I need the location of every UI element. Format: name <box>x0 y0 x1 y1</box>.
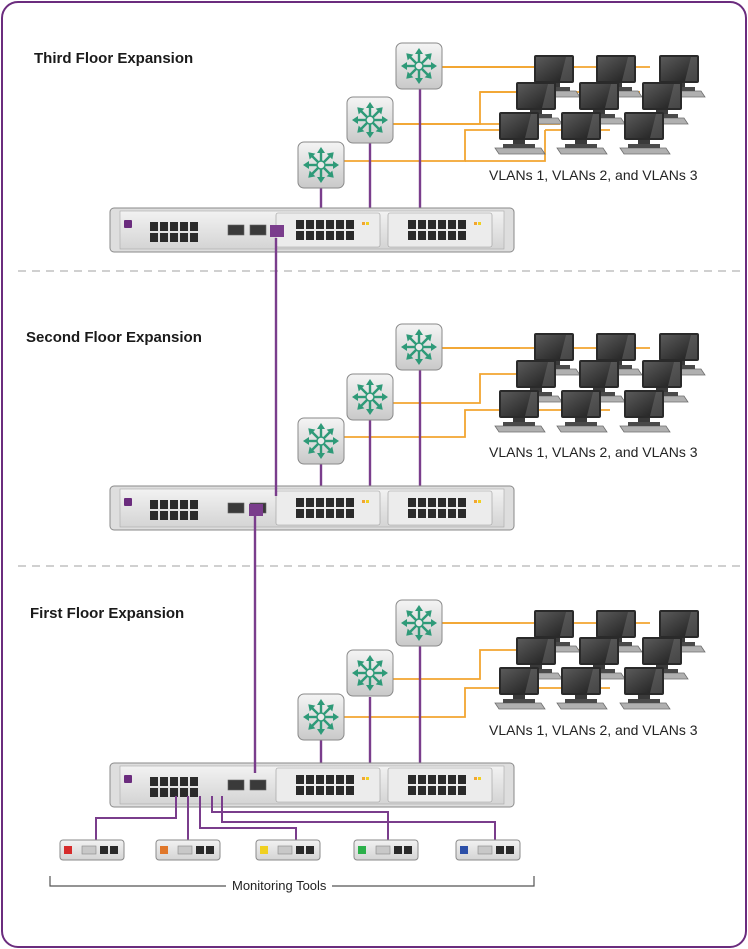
monitoring-tool-icon <box>255 839 321 861</box>
vlan-caption-first: VLANs 1, VLANs 2, and VLANs 3 <box>489 722 698 738</box>
monitoring-tool-icon <box>455 839 521 861</box>
monitoring-tools-caption: Monitoring Tools <box>226 878 333 893</box>
second-floor-section <box>109 324 706 531</box>
computer-icon <box>494 389 546 433</box>
network-appliance-icon <box>109 207 515 253</box>
first-floor-section <box>109 600 706 808</box>
l3-switch-icon <box>298 142 344 188</box>
computer-icon <box>556 666 608 710</box>
l3-switch-icon <box>396 43 442 89</box>
trunk-port-highlight <box>270 225 284 237</box>
computer-icon <box>494 111 546 155</box>
trunk-port-highlight <box>249 504 263 516</box>
l3-switch-icon <box>347 650 393 696</box>
floor-title-first: First Floor Expansion <box>30 605 185 622</box>
network-appliance-icon <box>109 762 515 808</box>
monitoring-tool-icon <box>155 839 221 861</box>
l3-switch-icon <box>347 97 393 143</box>
computer-icon <box>556 389 608 433</box>
inter-floor-links <box>253 238 278 773</box>
vlan-caption-second: VLANs 1, VLANs 2, and VLANs 3 <box>489 444 698 460</box>
computer-icon <box>619 389 671 433</box>
computer-icon <box>494 666 546 710</box>
monitoring-tool-icon <box>59 839 125 861</box>
monitoring-links <box>95 796 496 842</box>
l3-switch-icon <box>347 374 393 420</box>
l3-switch-icon <box>396 324 442 370</box>
computer-icon <box>619 111 671 155</box>
floor-title-third: Third Floor Expansion <box>34 50 194 67</box>
vlan-caption-third: VLANs 1, VLANs 2, and VLANs 3 <box>489 167 698 183</box>
network-appliance-icon <box>109 485 515 531</box>
computer-icon <box>619 666 671 710</box>
l3-switch-icon <box>298 694 344 740</box>
third-floor-section <box>109 43 706 253</box>
l3-switch-icon <box>396 600 442 646</box>
computer-icon <box>556 111 608 155</box>
monitoring-tools-row <box>59 839 521 861</box>
monitoring-tool-icon <box>353 839 419 861</box>
l3-switch-icon <box>298 418 344 464</box>
floor-title-second: Second Floor Expansion <box>26 329 202 346</box>
